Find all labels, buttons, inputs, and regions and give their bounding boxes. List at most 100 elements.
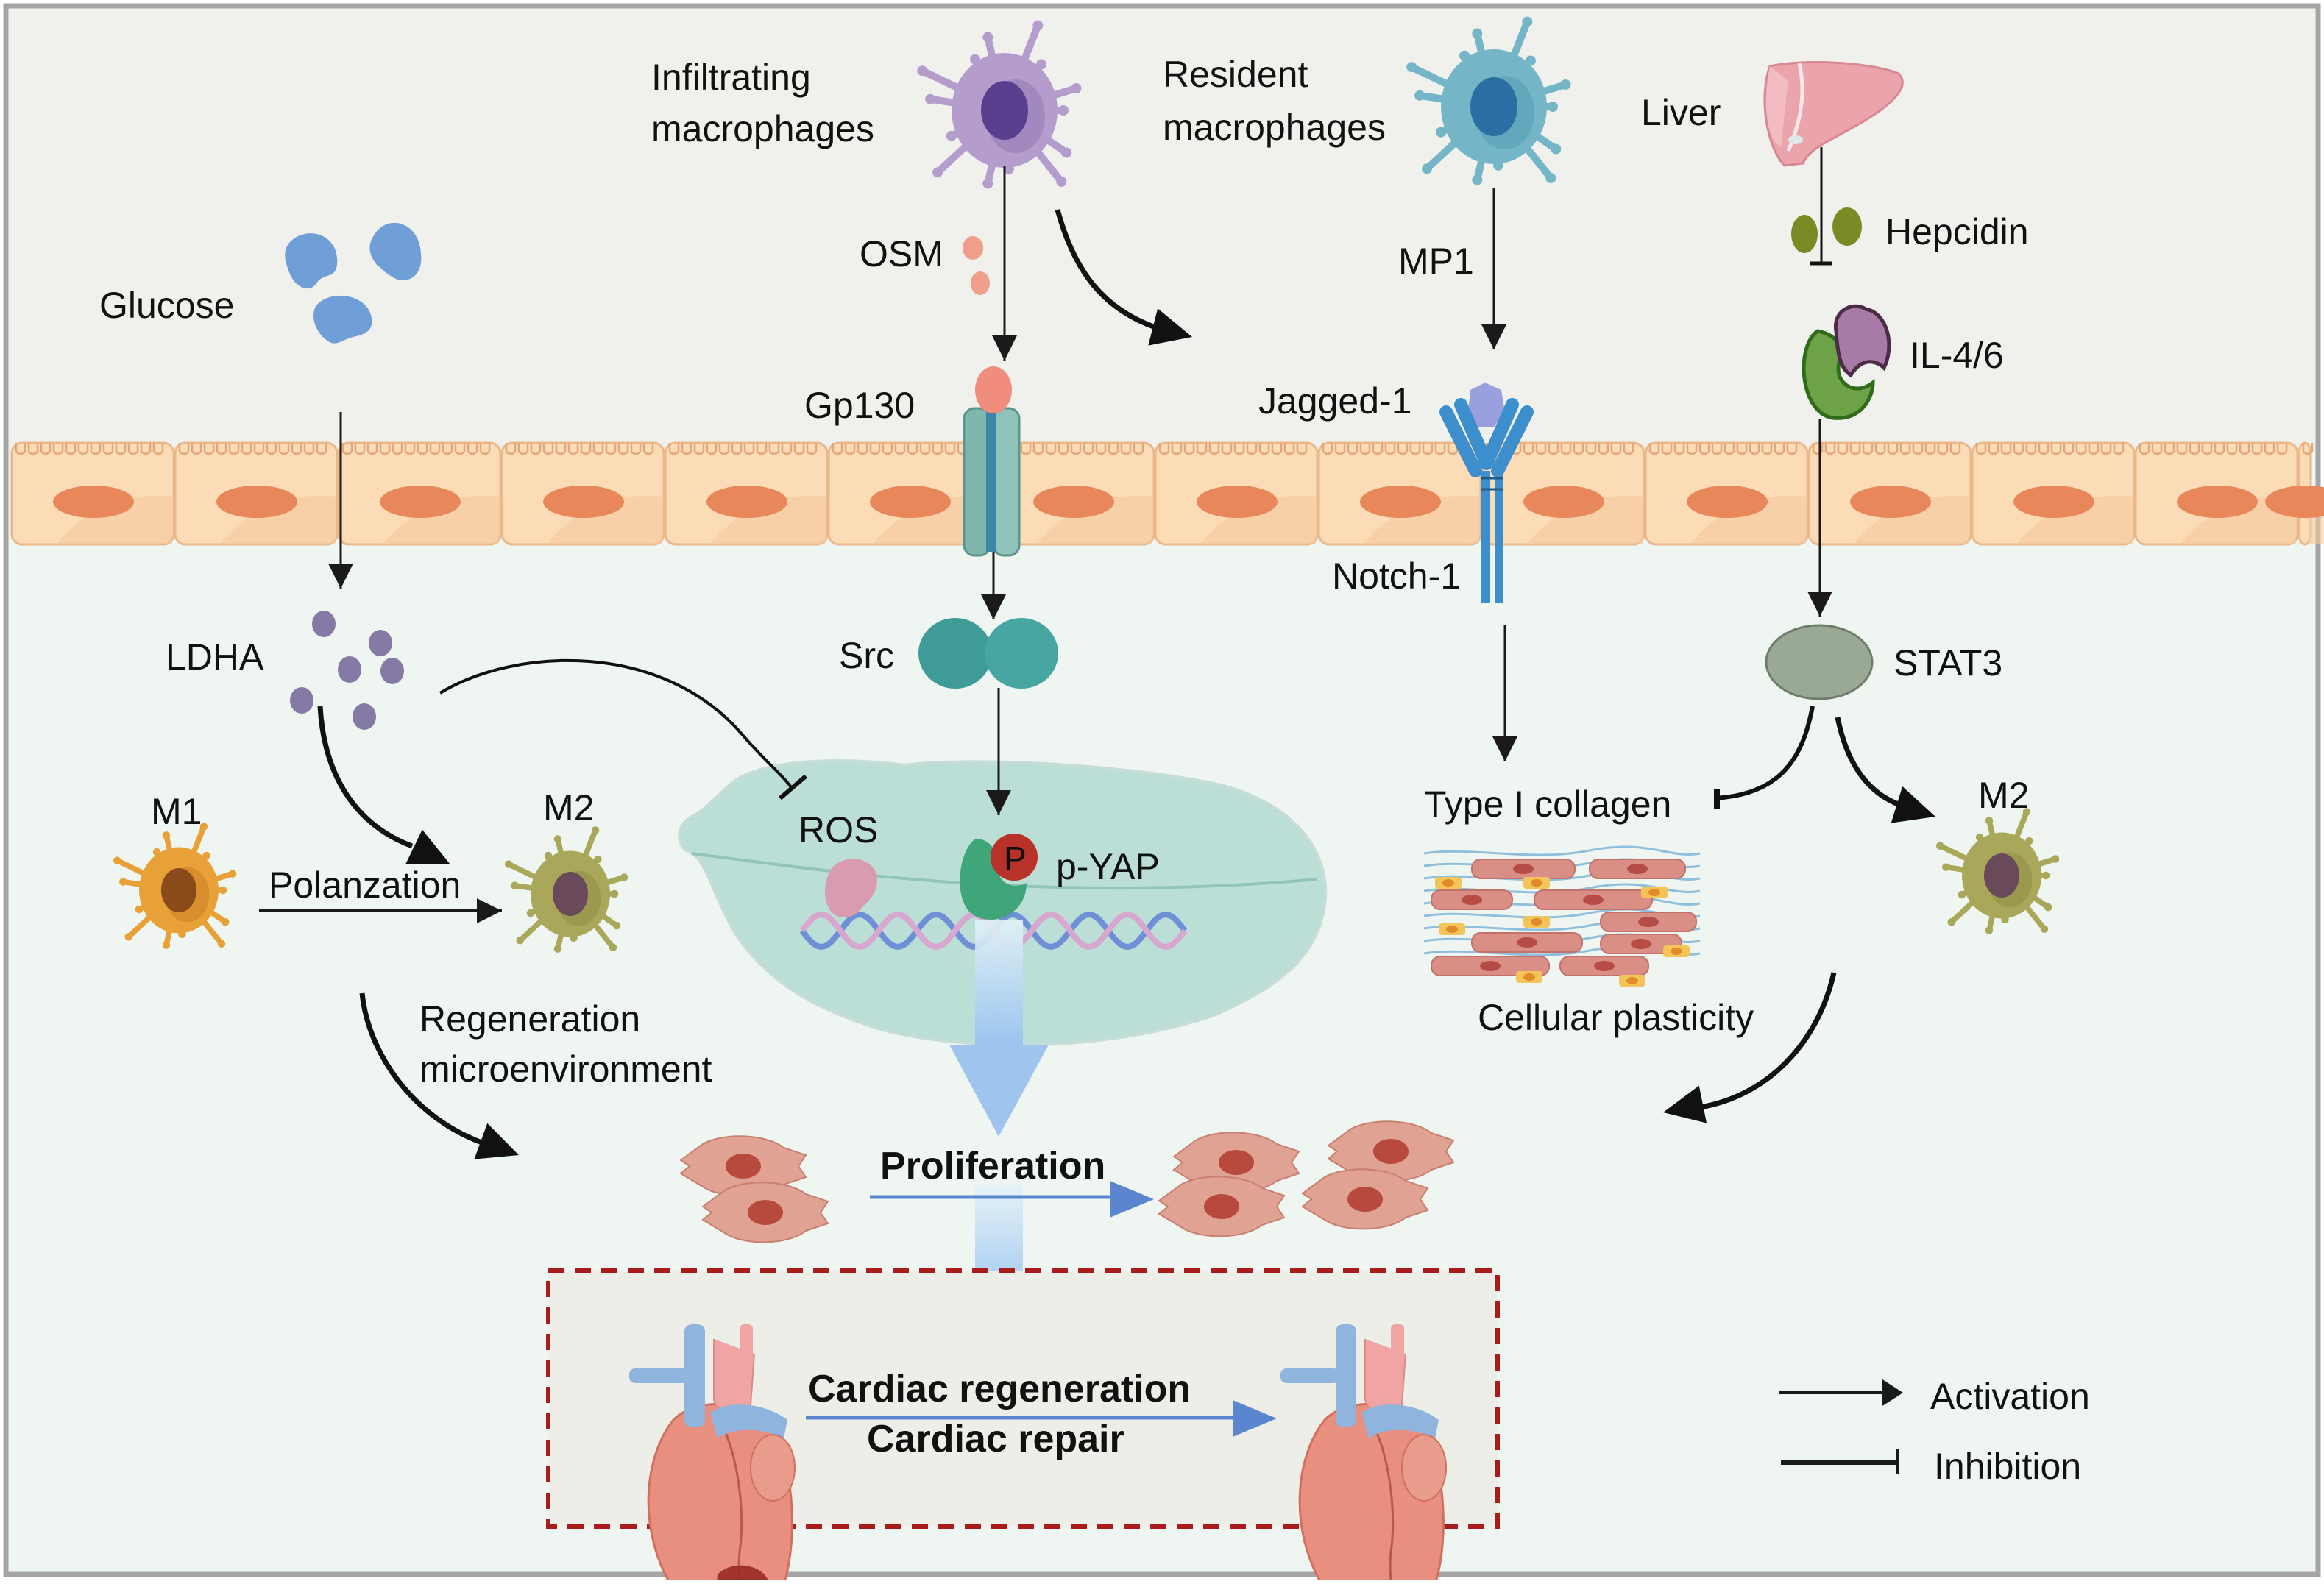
edge-ldha-m2 (317, 706, 450, 864)
label-notch1: Notch-1 (1332, 555, 1461, 597)
m2-macrophage-icon-right (1935, 808, 2060, 934)
pulmonary-vein (629, 1368, 688, 1383)
label-regeneration: Regeneration (419, 998, 640, 1040)
yap-protein-icon (960, 839, 1027, 920)
label-type1-collagen: Type I collagen (1424, 784, 1671, 825)
label-proliferation: Proliferation (880, 1145, 1105, 1187)
membrane-cell (1481, 441, 1645, 546)
glucose-molecules-icon (285, 222, 422, 344)
label-jagged1: Jagged-1 (1258, 380, 1412, 422)
label-p: P (1004, 839, 1027, 878)
vena-cava (1336, 1324, 1356, 1427)
pulmonary-artery (1361, 1404, 1439, 1438)
label-hepcidin: Hepcidin (1885, 211, 2029, 252)
edge-gp130-src (981, 552, 1006, 619)
label-macrophages-2: macrophages (1163, 107, 1386, 148)
label-gp130: Gp130 (804, 385, 915, 426)
resident-macrophage-icon (1406, 16, 1571, 185)
infarct-scar (717, 1565, 770, 1584)
edge-glucose-ldha (328, 412, 353, 589)
liver-icon (1763, 61, 1904, 167)
membrane-cell (1154, 441, 1319, 546)
cardiomyocyte-nucleus (1219, 1150, 1254, 1175)
stat3-protein-icon (1765, 624, 1874, 700)
cell-nucleus (553, 872, 588, 916)
membrane-cell (500, 441, 665, 546)
cell-nucleus (2265, 486, 2324, 518)
label-stat3: STAT3 (1893, 642, 2002, 683)
ldha-molecules-icon (290, 611, 404, 730)
proliferation-arrow (870, 1181, 1154, 1218)
membrane-cell (174, 441, 339, 546)
cardiomyocytes-after-icon (1158, 1120, 1455, 1237)
collagen-fibers-icon (1423, 845, 1701, 987)
osm-molecule-icon (963, 236, 983, 260)
cardiomyocyte (679, 1135, 807, 1197)
edge-stat3-collagen-inhibition (1714, 706, 1815, 809)
membrane-cell (2134, 441, 2299, 546)
label-polarization: Polanzation (269, 864, 461, 906)
jagged1-notch1-receptor-icon (1439, 383, 1534, 603)
label-cellular-plasticity: Cellular plasticity (1478, 997, 1754, 1038)
m1-macrophage-icon (113, 823, 237, 949)
label-microenvironment: microenvironment (419, 1048, 712, 1090)
cardiomyocytes-before-icon (679, 1135, 829, 1243)
infiltrating-macrophage-icon (917, 20, 1082, 189)
cardiomyocyte-nucleus (748, 1200, 783, 1225)
legend-activation-label: Activation (1930, 1376, 2090, 1417)
membrane-cell (1644, 441, 1809, 546)
gp130-receptor-icon (963, 366, 1021, 557)
label-m1: M1 (151, 791, 202, 832)
pulmonary-vein (1280, 1368, 1339, 1383)
left-atrium (1401, 1434, 1447, 1502)
cell-nucleus (706, 486, 787, 518)
label-resident: Resident (1163, 54, 1308, 95)
membrane-cell (827, 441, 992, 546)
repaired-heart-icon (1280, 1324, 1447, 1584)
injured-heart-icon (629, 1324, 796, 1584)
cell-nucleus (1197, 486, 1278, 518)
cell-nucleus (161, 868, 196, 912)
edge-stat3-m2 (1835, 717, 1935, 823)
il4-ligand-icon (1834, 304, 1891, 378)
label-osm: OSM (860, 233, 943, 274)
hepcidin-molecule-icon (1791, 215, 1818, 253)
cardiomyocyte-nucleus (726, 1154, 761, 1179)
cell-nucleus (53, 486, 134, 518)
label-liver: Liver (1641, 92, 1721, 133)
membrane-cell (1807, 441, 1972, 546)
cell-nucleus (1033, 486, 1114, 518)
cardiac-repair-arrow (806, 1400, 1277, 1437)
label-m2-right: M2 (1978, 775, 2029, 816)
label-m2-left: M2 (543, 787, 594, 828)
label-macrophages-1: macrophages (651, 108, 874, 149)
legend: Activation Inhibition (1779, 1376, 2090, 1487)
cell-nucleus (1984, 853, 2019, 898)
ros-molecule-icon (825, 859, 877, 917)
label-il46: IL-4/6 (1910, 335, 2004, 376)
membrane-cell (10, 441, 175, 546)
edge-regeneration-microenvironment (359, 992, 519, 1159)
cell-nucleus (1360, 486, 1441, 518)
src-kinase-icon (918, 618, 1058, 689)
label-src: Src (839, 635, 894, 676)
label-pyap: p-YAP (1056, 846, 1160, 887)
cell-nucleus (1687, 486, 1768, 518)
edge-notch1-collagen (1492, 625, 1517, 761)
cardiomyocyte-nucleus (1373, 1139, 1409, 1164)
label-ros: ROS (798, 809, 878, 850)
edge-src-pyap (986, 688, 1011, 815)
cell-nucleus (2013, 486, 2094, 518)
edge-cellular-plasticity (1663, 972, 1837, 1123)
m2-macrophage-icon-left (504, 826, 628, 953)
vena-cava (684, 1324, 705, 1427)
edge-infiltrating-jagged1 (1055, 209, 1192, 346)
membrane-cell (2265, 441, 2324, 546)
label-infiltrating: Infiltrating (651, 57, 811, 98)
collagen-fiber (1423, 845, 1701, 856)
cell-nucleus (1850, 486, 1931, 518)
osm-molecule-icon (971, 271, 990, 295)
collagen-fiber (1423, 883, 1701, 894)
coronary-vessel (716, 1418, 743, 1584)
